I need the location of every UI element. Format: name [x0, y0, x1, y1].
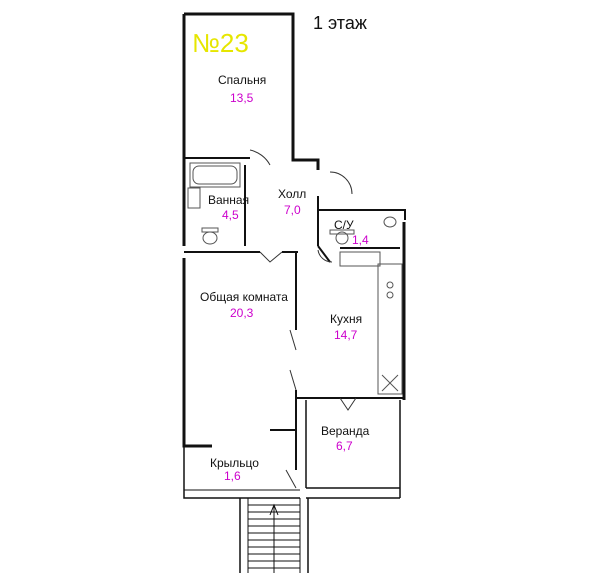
- room-name-bathroom: Ванная: [208, 193, 250, 207]
- bath-fixtures: [187, 187, 219, 245]
- room-name-veranda: Веранда: [321, 424, 370, 438]
- room-area-veranda: 6,7: [336, 439, 353, 453]
- room-name-hall: Холл: [278, 187, 307, 201]
- room-name-wc: С/У: [334, 218, 354, 232]
- room-area-hall: 7,0: [284, 203, 301, 217]
- room-area-bedroom: 13,5: [230, 91, 254, 105]
- room-area-bathroom: 4,5: [222, 208, 239, 222]
- walls: [182, 12, 406, 499]
- room-name-bedroom: Спальня: [218, 73, 267, 87]
- kitchen-counter: [339, 251, 403, 395]
- room-area-porch: 1,6: [224, 469, 241, 483]
- doors: [249, 149, 357, 489]
- stairs: [239, 498, 309, 573]
- wc-fixtures: [329, 216, 397, 245]
- room-area-wc: 1,4: [352, 233, 369, 247]
- bathtub: [189, 162, 241, 188]
- room-area-kitchen: 14,7: [334, 328, 358, 342]
- room-area-living: 20,3: [230, 306, 254, 320]
- room-name-kitchen: Кухня: [330, 312, 363, 326]
- floor-label: 1 этаж: [313, 13, 367, 33]
- room-name-living: Общая комната: [200, 290, 288, 304]
- apartment-number: №23: [192, 28, 249, 58]
- room-name-porch: Крыльцо: [210, 456, 259, 470]
